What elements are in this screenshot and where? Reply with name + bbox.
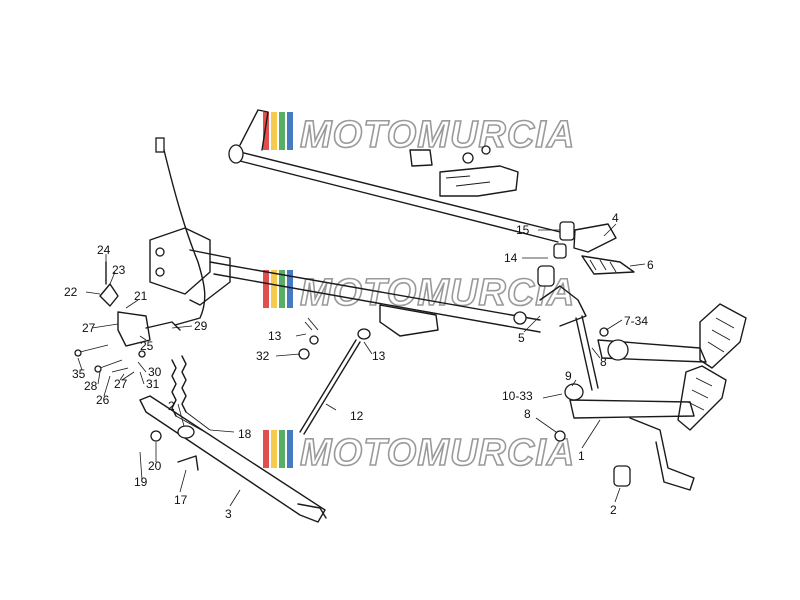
- wm-stripe: [271, 112, 277, 150]
- small-fasteners: [298, 317, 319, 360]
- wm-stripe: [279, 270, 285, 308]
- wm-stripe: [263, 270, 269, 308]
- callout-18: 18: [238, 427, 252, 441]
- callout-1: 1: [578, 449, 585, 463]
- callout-7-34: 7-34: [624, 314, 648, 328]
- callout-30: 30: [148, 365, 162, 379]
- callout-8: 8: [524, 407, 531, 421]
- callout-9: 9: [565, 369, 572, 383]
- upper-frame-tube: [228, 109, 561, 243]
- brake-rod: [299, 328, 371, 435]
- callout-4: 4: [612, 211, 619, 225]
- callout-2: 2: [610, 503, 617, 517]
- wm-stripe: [287, 430, 293, 468]
- callout-labels: 1 2 2 3 4 5 6 7-34 8 8 9 10-33 12 13 13 …: [64, 211, 654, 521]
- watermark-middle: MOTOMURCIA: [263, 270, 575, 315]
- callout-24: 24: [97, 243, 111, 257]
- callout-28: 28: [84, 379, 98, 393]
- callout-21: 21: [134, 289, 148, 303]
- callout-14: 14: [504, 251, 518, 265]
- wm-stripe: [271, 430, 277, 468]
- watermark-text: MOTOMURCIA: [300, 114, 575, 156]
- callout-27: 27: [82, 321, 96, 335]
- callout-32: 32: [256, 349, 270, 363]
- callout-10-33: 10-33: [502, 389, 533, 403]
- callout-25: 25: [140, 339, 154, 353]
- wm-stripe: [279, 430, 285, 468]
- right-linkage: [537, 221, 635, 391]
- return-springs: [171, 355, 211, 433]
- callout-12: 12: [350, 409, 364, 423]
- wm-stripe: [263, 112, 269, 150]
- callout-27: 27: [114, 377, 128, 391]
- callout-20: 20: [148, 459, 162, 473]
- callout-13: 13: [268, 329, 282, 343]
- brake-lever: [139, 395, 327, 523]
- callout-26: 26: [96, 393, 110, 407]
- callout-6: 6: [647, 258, 654, 272]
- callout-3: 3: [225, 507, 232, 521]
- wm-stripe: [263, 430, 269, 468]
- wm-stripe: [287, 270, 293, 308]
- callout-2: 2: [168, 399, 175, 413]
- wm-stripe: [271, 270, 277, 308]
- callout-15: 15: [516, 223, 530, 237]
- callout-35: 35: [72, 367, 86, 381]
- watermark-text: MOTOMURCIA: [300, 272, 575, 314]
- callout-29: 29: [194, 319, 208, 333]
- callout-13: 13: [372, 349, 386, 363]
- callout-19: 19: [134, 475, 148, 489]
- callout-31: 31: [146, 377, 160, 391]
- wm-stripe: [287, 112, 293, 150]
- watermark-text: MOTOMURCIA: [300, 432, 575, 474]
- callout-23: 23: [112, 263, 126, 277]
- callout-5: 5: [518, 331, 525, 345]
- watermark-top: MOTOMURCIA: [263, 112, 575, 157]
- footrest-assembly: [554, 303, 747, 491]
- wm-stripe: [279, 112, 285, 150]
- callout-17: 17: [174, 493, 188, 507]
- callout-8: 8: [600, 355, 607, 369]
- switch-assembly: [74, 261, 181, 381]
- watermark-bottom: MOTOMURCIA: [263, 430, 575, 475]
- leader-lines: [77, 223, 646, 507]
- cable: [155, 137, 206, 326]
- callout-22: 22: [64, 285, 78, 299]
